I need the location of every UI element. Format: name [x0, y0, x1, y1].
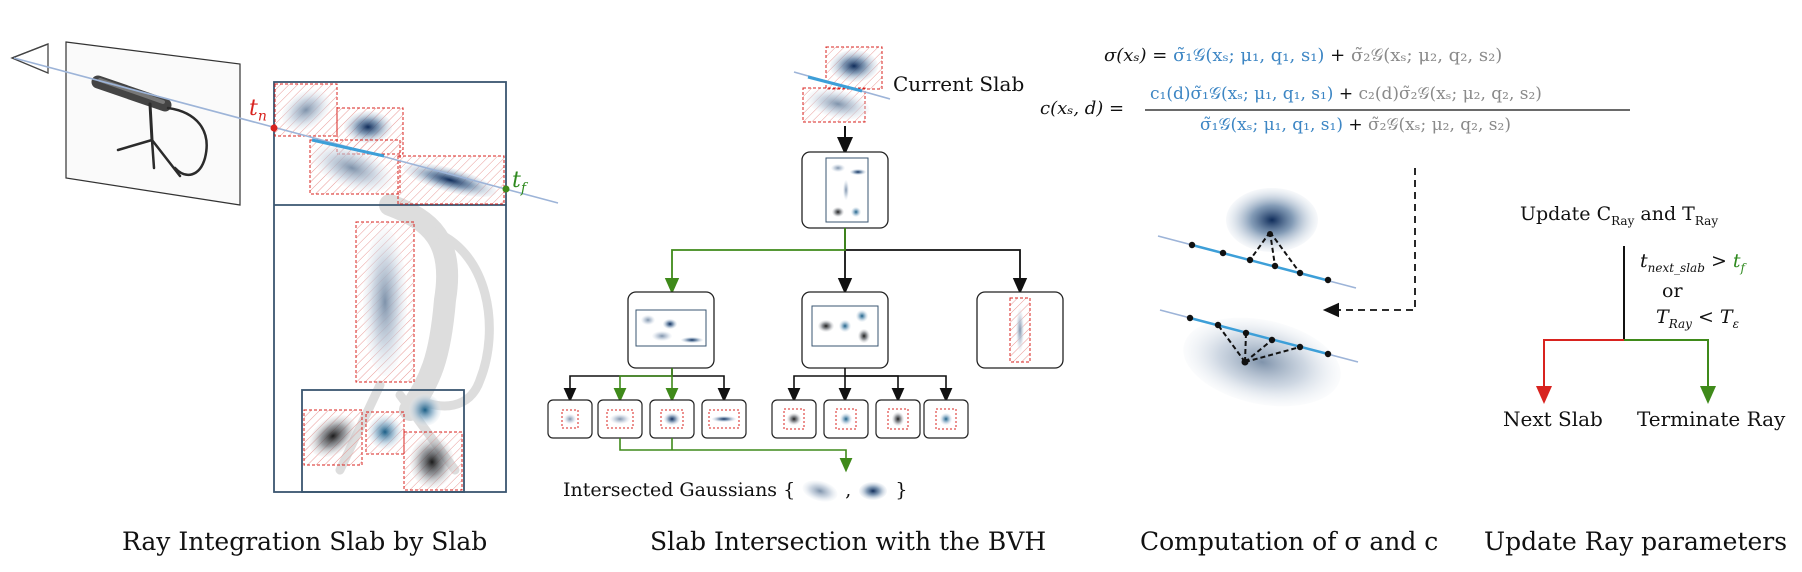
t-near-marker	[270, 124, 278, 132]
bvh-edges-level1	[664, 228, 1028, 295]
panel-bvh	[547, 46, 1064, 502]
next-slab-label: Next Slab	[1503, 407, 1603, 431]
panel-ray-integration	[10, 41, 559, 493]
camera-ray	[13, 57, 559, 204]
panel-computation	[1145, 109, 1630, 407]
bvh-node-left	[627, 291, 715, 369]
condition-or: or	[1662, 280, 1683, 302]
bvh-bottom-box	[301, 389, 465, 493]
color-equation-numerator: c₁(d)σ̃₁𝒢(xₛ; μ₁, q₁, s₁) + c₂(d)σ̃₂𝒢(xₛ…	[1150, 84, 1542, 104]
image-plane	[65, 41, 241, 206]
terminate-ray-label: Terminate Ray	[1637, 407, 1786, 431]
color-equation-lhs: c(xₛ, d) =	[1040, 98, 1125, 119]
caption-update-ray: Update Ray parameters	[1484, 527, 1788, 556]
condition-next-slab: tnext_slab > tf	[1640, 250, 1745, 275]
update-heading: Update CRay and TRay	[1520, 203, 1719, 228]
branch-next-slab	[1536, 339, 1624, 404]
caption-bvh-intersection: Slab Intersection with the BVH	[650, 527, 1047, 556]
branch-terminate	[1624, 339, 1716, 404]
condition-transmittance: TRay < Tε	[1656, 306, 1740, 331]
sigma-equation: σ(xₛ) = σ̃₁𝒢(xₛ; μ₁, q₁, s₁) + σ̃₂𝒢(xₛ; …	[1104, 45, 1503, 66]
caption-computation: Computation of σ and c	[1140, 527, 1439, 556]
bvh-leaves	[547, 399, 969, 439]
intersected-gaussian-light	[802, 480, 838, 502]
sample-group-top	[1157, 188, 1357, 289]
active-ray-segment	[311, 138, 385, 158]
sample-group-bottom	[1159, 309, 1359, 407]
color-equation-denominator: σ̃₁𝒢(xₛ; μ₁, q₁, s₁) + σ̃₂𝒢(xₛ; μ₂, q₂, …	[1200, 115, 1511, 135]
caption-ray-integration: Ray Integration Slab by Slab	[122, 527, 488, 556]
t-near-label: tn	[249, 96, 267, 125]
camera-icon	[10, 43, 49, 74]
bvh-edges-level2	[563, 368, 953, 403]
t-far-label: tf	[512, 168, 527, 197]
current-slab-figure	[793, 46, 891, 123]
gaussian-boxes	[274, 83, 505, 491]
arrow-eq-to-samples	[1322, 168, 1416, 318]
current-slab-label: Current Slab	[893, 72, 1025, 96]
intersected-gaussians-label: Intersected Gaussians { , }	[563, 479, 908, 501]
panel-update	[1536, 246, 1716, 404]
t-far-marker	[502, 185, 510, 193]
intersected-collect-edge	[619, 438, 846, 466]
intersected-gaussian-dark	[859, 482, 887, 500]
